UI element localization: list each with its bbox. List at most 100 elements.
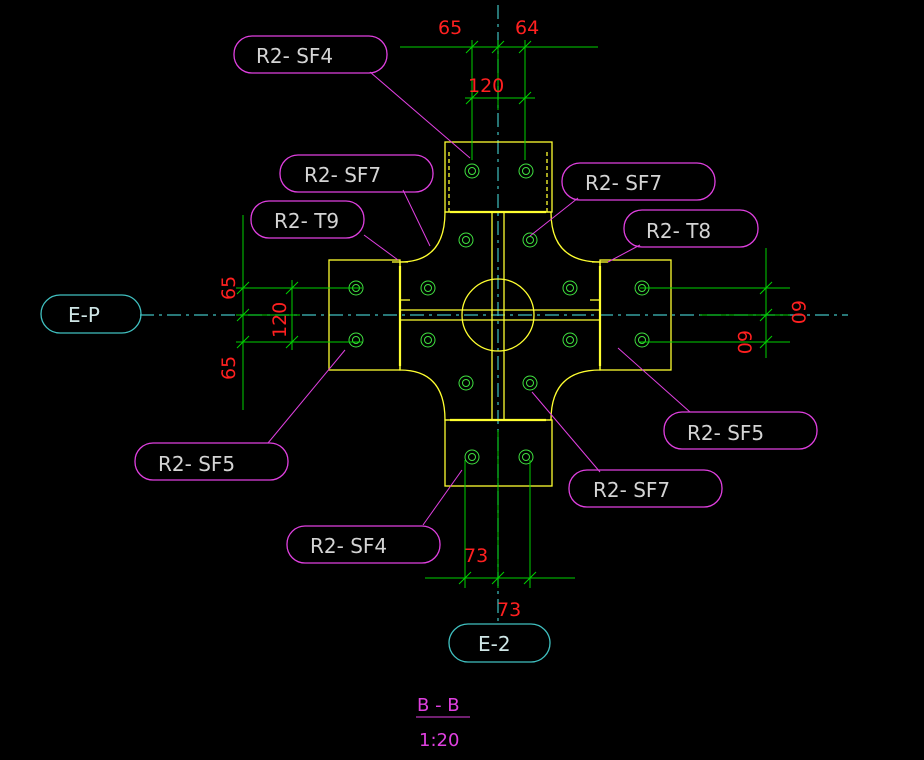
leader-sf5-left (267, 349, 346, 444)
section-title: B - B (417, 695, 460, 716)
bolt-hole (562, 280, 578, 296)
callout-label: R2- SF5 (158, 452, 235, 476)
tick-left-3 (236, 335, 250, 349)
axis-bubble-frame (40, 294, 142, 334)
callout-t8[interactable]: R2- T8 (623, 209, 759, 248)
bolt-hole (518, 163, 534, 179)
callout-t9[interactable]: R2- T9 (250, 200, 365, 239)
tick-left-4 (285, 281, 299, 295)
callout-frame (286, 525, 441, 564)
bolt-hole-inner (526, 236, 534, 244)
dim-text-right-bottom: 60 (733, 330, 755, 354)
bolt-hole-inner (522, 167, 530, 175)
bolt-hole-inner (462, 379, 470, 387)
callout-sf4-bottom[interactable]: R2- SF4 (286, 525, 441, 564)
bolt-hole-inner (566, 336, 574, 344)
section-scale: 1:20 (419, 730, 459, 751)
dim-text-left-top: 65 (218, 276, 240, 300)
central-boss (461, 278, 535, 352)
callout-sf7-lower-right[interactable]: R2- SF7 (568, 469, 723, 508)
bolt-hole-inner (424, 284, 432, 292)
axis-label-vertical: E-2 (478, 632, 511, 656)
tick-right-3 (759, 335, 773, 349)
bolt-hole-inner (468, 167, 476, 175)
bolt-hole-inner (526, 379, 534, 387)
dim-text-left-total: 120 (269, 302, 291, 338)
callout-frame (623, 209, 759, 248)
tick-top-5 (518, 91, 532, 105)
axis-label-horizontal: E-P (68, 303, 100, 327)
cross-plate-outline (399, 211, 601, 421)
callout-label: R2- SF4 (310, 534, 387, 558)
section-title-block: B - B 1:20 (416, 695, 470, 751)
bolt-hole (464, 449, 480, 465)
bolt-hole (458, 232, 474, 248)
bolt-hole (420, 280, 436, 296)
bolt-hole (634, 332, 650, 348)
axis-bubble-vertical[interactable]: E-2 (448, 623, 551, 663)
bolt-hole (464, 163, 480, 179)
tick-top-4 (465, 91, 479, 105)
dim-text-top-total: 120 (468, 75, 504, 97)
dim-text-left-bottom: 65 (218, 356, 240, 380)
callout-frame (663, 411, 818, 450)
callout-frame (134, 442, 289, 481)
leader-sf4-top (369, 71, 471, 159)
axis-bubble-horizontal[interactable]: E-P (40, 294, 142, 334)
callout-frame (279, 154, 434, 193)
callout-label: R2- T9 (274, 209, 339, 233)
leader-sf7-upper-left (402, 189, 431, 247)
tick-right-2 (759, 308, 773, 322)
callout-sf7-upper-right[interactable]: R2- SF7 (561, 162, 716, 201)
callout-label: R2- SF7 (585, 171, 662, 195)
axis-bubble-frame (448, 623, 551, 663)
bolt-hole (420, 332, 436, 348)
callout-frame (568, 469, 723, 508)
dim-text-top-left: 65 (438, 17, 462, 39)
leader-sf7-upper-right (529, 197, 579, 237)
tick-left-2 (236, 308, 250, 322)
tick-top-1 (465, 40, 479, 54)
tick-bottom-3 (523, 571, 537, 585)
dim-text-bottom-left: 73 (464, 545, 488, 567)
bolt-hole-inner (638, 336, 646, 344)
dimension-texts: 65 64 120 65 120 65 60 60 73 73 (218, 17, 809, 621)
dimension-lines (236, 40, 790, 588)
leader-sf5-right (617, 347, 691, 413)
bolt-hole-inner (352, 336, 360, 344)
leader-sf4-bottom (422, 469, 463, 526)
tick-bottom-1 (458, 571, 472, 585)
leader-t8 (607, 244, 641, 263)
callouts: R2- SF4 R2- SF7 R2- T9 R2- SF7 R2- T8 R2… (134, 35, 818, 564)
bolt-hole (522, 375, 538, 391)
bolt-hole (348, 332, 364, 348)
callout-label: R2- SF7 (304, 163, 381, 187)
tick-left-5 (285, 335, 299, 349)
bolt-hole (522, 232, 538, 248)
callout-sf4-top[interactable]: R2- SF4 (233, 35, 388, 74)
callout-frame (250, 200, 365, 239)
tick-top-3 (518, 40, 532, 54)
dim-text-right-top: 60 (787, 300, 809, 324)
tick-bottom-2 (491, 571, 505, 585)
tick-top-2 (491, 40, 505, 54)
bolt-hole (458, 375, 474, 391)
callout-label: R2- T8 (646, 219, 711, 243)
callout-sf5-left[interactable]: R2- SF5 (134, 442, 289, 481)
leader-sf7-lower-right (531, 391, 601, 473)
bolt-hole-inner (424, 336, 432, 344)
callout-sf5-right[interactable]: R2- SF5 (663, 411, 818, 450)
callout-frame (233, 35, 388, 74)
callout-frame (561, 162, 716, 201)
leader-t9 (363, 234, 399, 261)
bolt-hole-inner (522, 453, 530, 461)
callout-label: R2- SF4 (256, 44, 333, 68)
bolt-group (348, 163, 650, 465)
callout-sf7-upper-left[interactable]: R2- SF7 (279, 154, 434, 193)
bolt-hole (562, 332, 578, 348)
bolt-hole (518, 449, 534, 465)
tick-right-1 (759, 281, 773, 295)
dim-text-bottom-right: 73 (497, 599, 521, 621)
tick-left-1 (236, 281, 250, 295)
